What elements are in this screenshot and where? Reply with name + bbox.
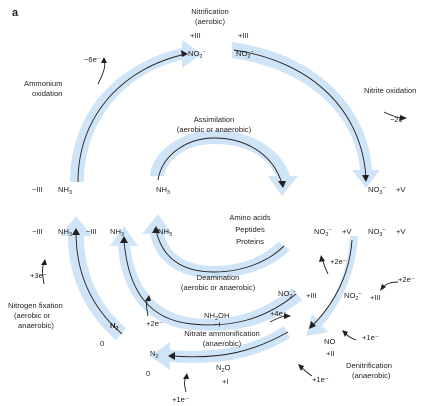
ox-nh2oh: −I: [214, 320, 221, 329]
organic-peptides: Peptides: [235, 225, 265, 234]
ox-no2-inner: +III: [306, 291, 317, 300]
ox-no2-top-right: +III: [238, 31, 249, 40]
ox-nh3-outer-lower: −III: [32, 227, 43, 236]
electron-ammonification-1: +2e⁻: [146, 319, 163, 328]
process-nitrate-ammonification-condition: (anaerobic): [203, 339, 242, 348]
ox-n2-fixation: 0: [100, 339, 104, 348]
species-n2o: N2O: [216, 363, 231, 374]
process-nitrate-ammonification-name: Nitrate ammonification: [184, 329, 260, 338]
process-denitrification-name: Denitrification: [346, 361, 392, 370]
organic-amino-acids: Amino acids: [229, 213, 271, 222]
ox-n2-bottom: 0: [146, 369, 150, 378]
ox-no3-inner: +V: [342, 227, 352, 236]
ox-n2o: +I: [222, 377, 229, 386]
process-deamination-condition: (aerobic or anaerobic): [181, 283, 256, 292]
species-no2-top-right: NO2−: [236, 49, 254, 60]
process-assimilation-name: Assimilation: [194, 115, 235, 124]
ox-no2-top-left: +III: [190, 31, 201, 40]
electron-nitrite-oxidation: −2e⁻: [390, 115, 407, 124]
process-denitrification-condition: (anaerobic): [352, 371, 391, 380]
reaction-arrows: [41, 49, 407, 393]
electron-fixation: +3e⁻: [30, 271, 47, 280]
panel-label: a: [12, 7, 19, 19]
process-nitrite-oxidation-name: Nitrite oxidation: [364, 86, 416, 95]
electron-denitrification-3: +1e⁻: [312, 375, 329, 384]
ox-nh3-outer-upper: −III: [32, 185, 43, 194]
process-nitrogen-fixation-condition1: (aerobic or: [14, 311, 51, 320]
process-ammonium-oxidation-name2: oxidation: [32, 89, 62, 98]
species-no3-right: NO3−: [368, 185, 386, 196]
process-nitrification-condition: (aerobic): [195, 17, 225, 26]
species-nh2oh: NH2OH: [204, 311, 229, 322]
species-no2-top-left: NO2−: [188, 49, 206, 60]
species-nh3-outer-lower: NH3: [58, 227, 72, 238]
middle-cycle-band: [110, 226, 302, 331]
process-ammonium-oxidation-name: Ammonium: [24, 79, 62, 88]
species-no: NO: [324, 337, 335, 346]
ox-no2-right-lower: +III: [370, 293, 381, 302]
electron-denitrification-1: +2e⁻: [398, 275, 415, 284]
organic-proteins: Proteins: [236, 237, 264, 246]
electron-ammonification-3: +2e⁻: [330, 257, 347, 266]
electron-ammonium-oxidation: −6e⁻: [84, 55, 101, 64]
species-nh3-assim: NH3: [156, 185, 170, 196]
ox-nh3-middle: −III: [86, 227, 97, 236]
electron-ammonification-2: +4e⁻: [270, 309, 287, 318]
species-no2-inner: NO2−: [278, 289, 296, 300]
electron-denitrification-4: +1e⁻: [172, 395, 189, 404]
ox-no: +II: [326, 349, 335, 358]
species-nh3-outer-upper: NH3: [58, 185, 72, 196]
ox-no3-right: +V: [396, 185, 406, 194]
species-n2-bottom: N2: [150, 349, 159, 360]
species-no3-inner: NO3−: [314, 227, 332, 238]
process-nitrification-name: Nitrification: [191, 7, 229, 16]
process-nitrogen-fixation-name: Nitrogen fixation: [8, 301, 63, 310]
inner-cycle-band: [142, 130, 298, 278]
ox-no3-right-lower: +V: [396, 227, 406, 236]
species-no3-right-lower: NO3−: [368, 227, 386, 238]
process-assimilation-condition: (aerobic or anaerobic): [177, 125, 252, 134]
species-no2-right-lower: NO2−: [344, 291, 362, 302]
electron-denitrification-2: +1e⁻: [362, 333, 379, 342]
process-nitrogen-fixation-condition2: anaerobic): [18, 321, 54, 330]
process-deamination-name: Deamination: [197, 273, 240, 282]
species-nh3-middle: NH3: [110, 227, 124, 238]
species-nh3-inner-lower: NH3: [158, 227, 172, 238]
species-n2-fixation: N2: [110, 321, 119, 332]
